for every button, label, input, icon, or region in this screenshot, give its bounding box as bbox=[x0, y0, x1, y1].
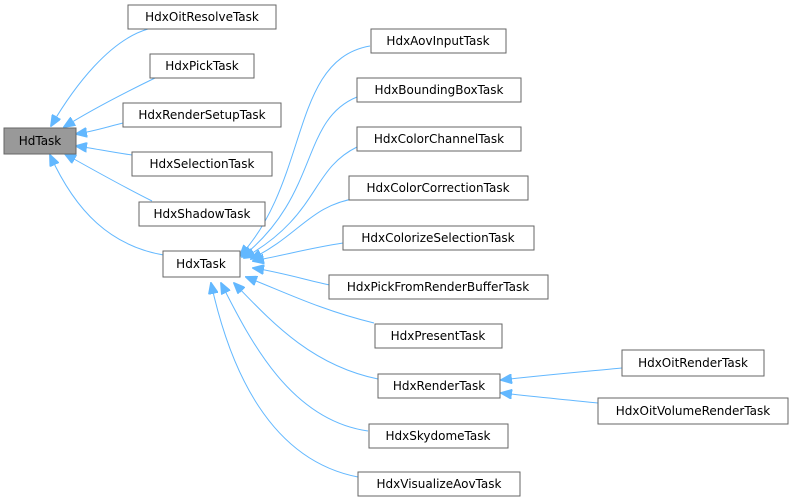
edge-hdx-pick-task-to-hdtask bbox=[64, 77, 156, 127]
edge-hdx-oit-render-task-to-hdx-render-task bbox=[501, 367, 623, 380]
edge-hdx-selection-task-to-hdtask bbox=[76, 146, 133, 156]
node-hdx-aov-input-task-label: HdxAovInputTask bbox=[386, 34, 489, 48]
node-hdtask-label: HdTask bbox=[19, 134, 62, 148]
node-hdx-pick-task-label: HdxPickTask bbox=[165, 59, 239, 73]
node-hdx-colorize-selection-task[interactable]: HdxColorizeSelectionTask bbox=[342, 225, 535, 251]
node-hdx-selection-task-label: HdxSelectionTask bbox=[150, 157, 255, 171]
edge-hdx-visualize-aov-task-to-hdx-task bbox=[211, 283, 359, 478]
edge-hdx-pick-from-render-buffer-task-to-hdx-task bbox=[253, 268, 331, 286]
edge-hdx-shadow-task-to-hdtask bbox=[65, 154, 153, 202]
node-hdx-shadow-task-label: HdxShadowTask bbox=[154, 207, 251, 221]
node-hdx-shadow-task[interactable]: HdxShadowTask bbox=[138, 201, 266, 227]
node-hdx-oit-resolve-task[interactable]: HdxOitResolveTask bbox=[127, 4, 277, 30]
node-hdx-oit-render-task-label: HdxOitRenderTask bbox=[638, 356, 748, 370]
nodes-layer: HdTask HdxOitResolveTask HdxPickTask Hdx… bbox=[3, 4, 789, 497]
node-hdx-aov-input-task[interactable]: HdxAovInputTask bbox=[370, 28, 507, 54]
node-hdx-selection-task[interactable]: HdxSelectionTask bbox=[131, 151, 273, 177]
edge-hdx-oit-resolve-task-to-hdtask bbox=[51, 28, 149, 126]
node-hdx-visualize-aov-task[interactable]: HdxVisualizeAovTask bbox=[357, 471, 521, 497]
node-hdx-task-label: HdxTask bbox=[176, 257, 226, 271]
edge-hdx-skydome-task-to-hdx-task bbox=[221, 283, 369, 432]
node-hdx-colorize-selection-task-label: HdxColorizeSelectionTask bbox=[361, 231, 514, 245]
node-hdx-pick-task[interactable]: HdxPickTask bbox=[149, 53, 255, 79]
node-hdx-render-setup-task[interactable]: HdxRenderSetupTask bbox=[122, 102, 282, 128]
node-hdx-pick-from-render-buffer-task[interactable]: HdxPickFromRenderBufferTask bbox=[328, 274, 549, 300]
edge-hdx-render-setup-task-to-hdtask bbox=[76, 122, 124, 134]
node-hdx-pick-from-render-buffer-task-label: HdxPickFromRenderBufferTask bbox=[347, 280, 529, 294]
node-hdx-bounding-box-task-label: HdxBoundingBoxTask bbox=[375, 83, 504, 97]
node-hdx-render-task-label: HdxRenderTask bbox=[393, 379, 485, 393]
node-hdx-render-setup-task-label: HdxRenderSetupTask bbox=[138, 108, 265, 122]
node-hdtask[interactable]: HdTask bbox=[3, 127, 77, 155]
edges-layer bbox=[50, 28, 623, 478]
node-hdx-oit-volume-render-task[interactable]: HdxOitVolumeRenderTask bbox=[597, 397, 789, 425]
edge-hdx-task-to-hdtask bbox=[50, 155, 171, 257]
node-hdx-oit-resolve-task-label: HdxOitResolveTask bbox=[145, 10, 259, 24]
node-hdx-color-channel-task[interactable]: HdxColorChannelTask bbox=[356, 126, 522, 152]
edge-hdx-colorize-selection-task-to-hdx-task bbox=[253, 242, 344, 261]
node-hdx-skydome-task[interactable]: HdxSkydomeTask bbox=[368, 423, 509, 449]
edge-hdx-render-task-to-hdx-task bbox=[234, 283, 379, 380]
node-hdx-bounding-box-task[interactable]: HdxBoundingBoxTask bbox=[356, 77, 522, 103]
node-hdx-render-task[interactable]: HdxRenderTask bbox=[377, 373, 501, 399]
edge-hdx-oit-volume-render-task-to-hdx-render-task bbox=[501, 393, 599, 404]
edge-hdx-present-task-to-hdx-task bbox=[246, 277, 375, 324]
node-hdx-oit-render-task[interactable]: HdxOitRenderTask bbox=[621, 349, 765, 377]
node-hdx-visualize-aov-task-label: HdxVisualizeAovTask bbox=[377, 477, 502, 491]
node-hdx-oit-volume-render-task-label: HdxOitVolumeRenderTask bbox=[616, 404, 771, 418]
node-hdx-task[interactable]: HdxTask bbox=[162, 250, 241, 278]
node-hdx-present-task[interactable]: HdxPresentTask bbox=[374, 323, 503, 349]
node-hdx-color-correction-task[interactable]: HdxColorCorrectionTask bbox=[348, 175, 529, 201]
edge-hdx-color-channel-task-to-hdx-task bbox=[244, 146, 358, 258]
node-hdx-skydome-task-label: HdxSkydomeTask bbox=[386, 429, 491, 443]
node-hdx-color-channel-task-label: HdxColorChannelTask bbox=[374, 132, 504, 146]
node-hdx-present-task-label: HdxPresentTask bbox=[391, 329, 486, 343]
edge-hdx-bounding-box-task-to-hdx-task bbox=[242, 96, 358, 257]
node-hdx-color-correction-task-label: HdxColorCorrectionTask bbox=[366, 181, 509, 195]
edge-hdx-color-correction-task-to-hdx-task bbox=[251, 197, 359, 259]
